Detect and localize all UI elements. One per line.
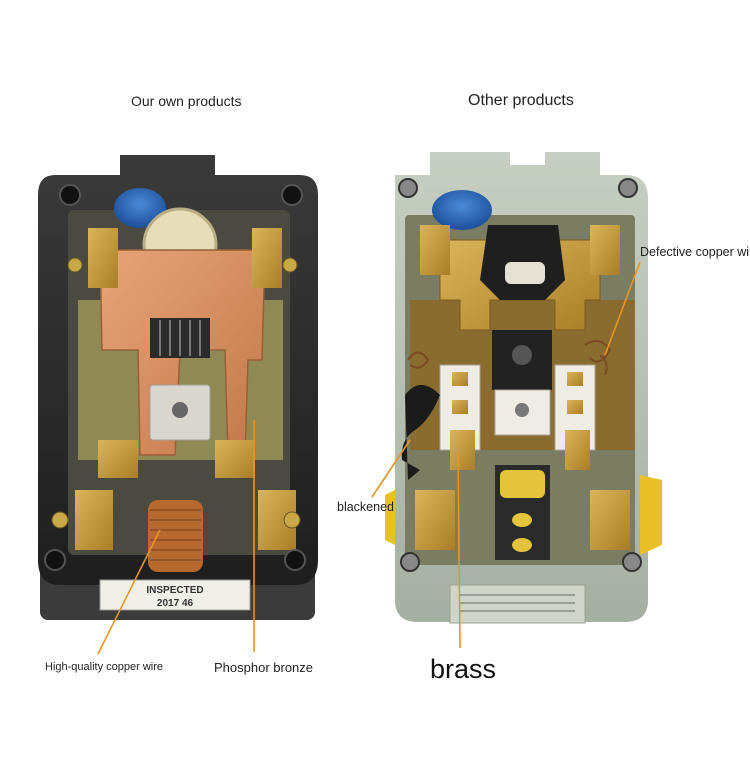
right-contact-4	[567, 400, 583, 414]
right-yellow-sleeve	[640, 475, 662, 555]
right-yellow-sleeve-left	[385, 490, 395, 545]
left-sticker-line2: 2017 46	[157, 598, 194, 609]
right-yellow-coil	[500, 470, 545, 498]
right-terminal-bottom-left	[415, 490, 455, 550]
left-hole-br	[284, 549, 306, 571]
left-blue-capacitor	[114, 188, 166, 228]
left-screw-3	[51, 511, 69, 529]
right-yellow-ring-1	[512, 513, 532, 527]
right-label-plate	[449, 584, 586, 624]
callout-blackened: blackened	[337, 500, 394, 514]
left-device: INSPECTED 2017 46	[38, 155, 318, 620]
callout-defective-copper-wire: Defective copper wire	[640, 245, 750, 259]
heading-our-products: Our own products	[131, 93, 242, 109]
left-center-screw	[172, 402, 188, 418]
left-phosphor-bronze-plate	[99, 249, 266, 456]
left-hole-tr	[281, 184, 303, 206]
right-brass-tab-left	[450, 430, 475, 470]
left-screw-4	[283, 511, 301, 529]
left-sticker	[99, 579, 251, 611]
right-blackened-area	[401, 385, 440, 480]
right-column-hole	[512, 345, 532, 365]
right-terminal-top-right	[590, 225, 620, 275]
left-terminal-bottom-left	[75, 490, 113, 550]
right-hole-tl	[398, 178, 418, 198]
right-white-latch	[505, 262, 545, 284]
left-terminal-top-left	[88, 228, 118, 288]
right-yellow-ring-2	[512, 538, 532, 552]
right-hole-br	[622, 552, 642, 572]
left-comb-teeth	[159, 320, 201, 356]
right-terminal-bottom-right	[590, 490, 630, 550]
callout-line-copper	[97, 529, 161, 655]
callout-brass: brass	[430, 654, 497, 684]
right-hole-bl	[400, 552, 420, 572]
left-screw-1	[67, 257, 83, 273]
right-device	[385, 152, 662, 624]
right-terminal-top-left	[420, 225, 450, 275]
right-hole-tr	[618, 178, 638, 198]
callout-lines	[97, 261, 641, 655]
right-blue-capacitor	[432, 190, 492, 230]
left-terminal-top-right	[252, 228, 282, 288]
left-terminal-mid-right	[215, 440, 255, 478]
left-terminal-mid-left	[98, 440, 138, 478]
heading-other-products: Other products	[468, 92, 574, 109]
left-screw-2	[282, 257, 298, 273]
left-coil-windings	[150, 509, 201, 561]
left-hole-tl	[59, 184, 81, 206]
right-contact-3	[567, 372, 583, 386]
left-sticker-line1: INSPECTED	[146, 585, 203, 596]
right-defective-wires	[407, 340, 612, 376]
callout-phosphor-bronze: Phosphor bronze	[214, 660, 314, 675]
callout-line-blackened	[371, 439, 411, 498]
right-label-lines	[460, 594, 575, 612]
right-contact-2	[452, 400, 468, 414]
left-hole-bl	[44, 549, 66, 571]
callout-line-defective	[604, 261, 641, 356]
right-brass-tab-right	[565, 430, 590, 470]
right-center-screw	[515, 403, 529, 417]
right-contact-1	[452, 372, 468, 386]
callout-line-brass	[457, 451, 461, 649]
callout-high-quality-copper-wire: High-quality copper wire	[45, 661, 163, 673]
left-copper-coil	[148, 500, 203, 572]
